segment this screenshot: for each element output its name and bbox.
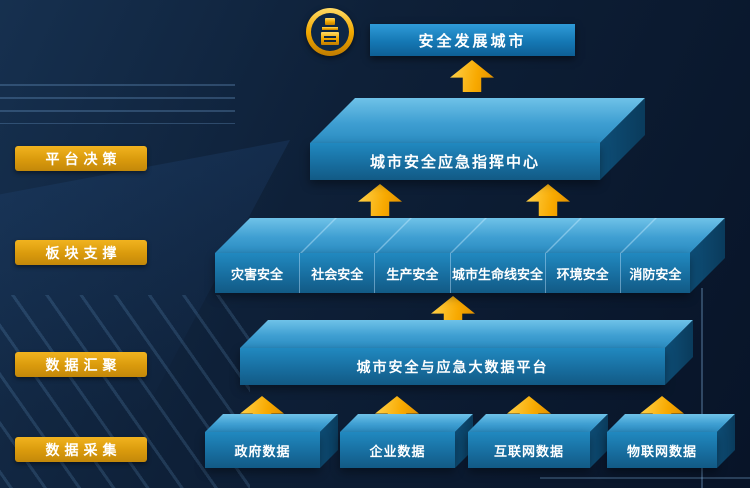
box-top-face: [310, 98, 645, 143]
module-cell-lifeline: 城市生命线安全: [451, 253, 546, 293]
module-cell-social: 社会安全: [300, 253, 376, 293]
source-box-enterprise: 企业数据: [340, 414, 473, 468]
source-label-iot: 物联网数据: [607, 432, 717, 468]
source-label-enterprise: 企业数据: [340, 432, 455, 468]
background-lines: [0, 84, 235, 124]
source-box-iot: 物联网数据: [607, 414, 735, 468]
source-label-government: 政府数据: [205, 432, 320, 468]
city-emblem-icon: [304, 6, 356, 58]
box-top-face: [468, 414, 608, 432]
module-cell-production: 生产安全: [375, 253, 451, 293]
module-cell-environment: 环境安全: [546, 253, 621, 293]
arrow-up-icon: [450, 60, 494, 92]
top-divider: [620, 218, 658, 253]
top-divider: [375, 218, 413, 253]
module-cells: 灾害安全 社会安全 生产安全 城市生命线安全 环境安全 消防安全: [215, 253, 690, 293]
level-label-aggregation: 数据汇聚: [15, 352, 147, 377]
level-label-decision: 平台决策: [15, 146, 147, 171]
module-cell-disaster: 灾害安全: [215, 253, 301, 293]
command-center-label: 城市安全应急指挥中心: [310, 143, 600, 180]
box-top-face: [607, 414, 735, 432]
background-horizontal-line: [540, 477, 750, 479]
box-top-face: [205, 414, 338, 432]
top-divider: [450, 218, 488, 253]
support-modules-front: 灾害安全 社会安全 生产安全 城市生命线安全 环境安全 消防安全: [215, 253, 690, 293]
top-divider: [300, 218, 338, 253]
goal-label: 安全发展城市: [418, 32, 527, 50]
arrow-up-icon: [358, 184, 402, 216]
command-center-box: 城市安全应急指挥中心: [310, 98, 645, 180]
bigdata-platform-label: 城市安全与应急大数据平台: [240, 348, 665, 385]
goal-box: 安全发展城市: [370, 24, 575, 56]
source-label-internet: 互联网数据: [468, 432, 590, 468]
source-box-internet: 互联网数据: [468, 414, 608, 468]
box-top-face: [340, 414, 473, 432]
top-divider: [545, 218, 583, 253]
level-label-collection: 数据采集: [15, 437, 147, 462]
arrow-up-icon: [526, 184, 570, 216]
bigdata-platform-box: 城市安全与应急大数据平台: [240, 320, 693, 385]
box-top-face: [215, 218, 725, 253]
source-box-government: 政府数据: [205, 414, 338, 468]
level-label-support: 板块支撑: [15, 240, 147, 265]
box-top-face: [240, 320, 693, 348]
module-cell-fire: 消防安全: [629, 266, 682, 282]
support-modules-box: 灾害安全 社会安全 生产安全 城市生命线安全 环境安全 消防安全: [215, 218, 725, 293]
